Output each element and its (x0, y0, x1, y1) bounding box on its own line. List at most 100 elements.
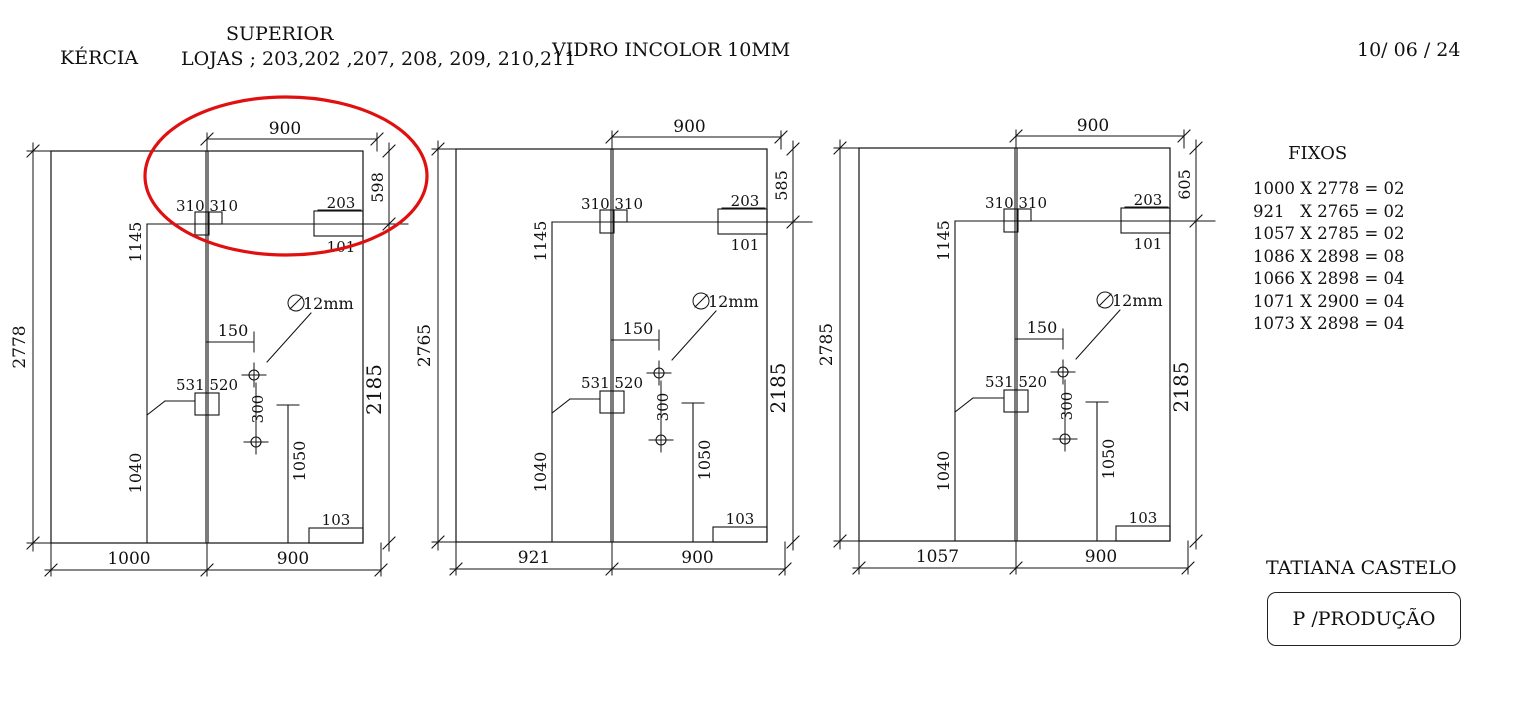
fixos-item: 921 X 2765 = 02 (1253, 201, 1405, 221)
dimension-tick (1009, 129, 1023, 143)
dimension-tick (833, 534, 847, 548)
hinge-icon (612, 209, 628, 223)
handle-block (599, 390, 625, 414)
right-total-label: 2185 (766, 363, 790, 414)
handle-label: 531 520 (581, 374, 643, 392)
dimension-tick (382, 144, 396, 158)
right-top-label: 585 (772, 170, 791, 201)
fixos-item: 1000 X 2778 = 02 (1253, 179, 1405, 198)
fixos-item: 1066 X 2898 = 04 (1253, 269, 1405, 288)
handle-height-label: 1050 (695, 440, 714, 481)
bottom-piece (308, 527, 364, 544)
top-width-label: 900 (1077, 116, 1109, 136)
handle-block (194, 392, 220, 416)
handle-height-label: 1050 (1099, 439, 1118, 480)
leader-line (1075, 309, 1121, 360)
lower-vertical-label: 1040 (126, 453, 145, 494)
lock-box (717, 208, 768, 235)
dimension-tick (382, 536, 396, 550)
dimension-tick (786, 215, 800, 229)
lower-vertical-label: 1040 (934, 451, 953, 492)
lock-label: 203 (327, 194, 356, 212)
dimension-tick (26, 144, 40, 158)
dimension-tick (200, 132, 214, 146)
right-total-label: 2185 (362, 364, 386, 415)
fixos-item: 1086 X 2898 = 08 (1253, 246, 1405, 266)
dimension-tick (1189, 214, 1203, 228)
panel-height-label: 2778 (10, 325, 30, 368)
dimension-tick (605, 562, 619, 576)
top-width-label: 900 (673, 117, 705, 137)
stores-label: LOJAS ; 203,202 ,207, 208, 209, 210,211 (181, 48, 577, 70)
hole-diameter-label: 12mm (1112, 291, 1163, 310)
left-width-label: 1000 (107, 549, 150, 569)
lock-sub-label: 101 (731, 236, 760, 254)
dimension-tick (786, 142, 800, 156)
diameter-icon (287, 294, 305, 312)
diameter-slash (289, 296, 303, 310)
dimension-tick (1189, 534, 1203, 548)
dimension-tick (26, 536, 40, 550)
lock-label: 203 (1134, 191, 1163, 209)
hole-diameter-label: 12mm (303, 294, 354, 313)
right-width-label: 900 (1085, 547, 1117, 567)
lock-sub-label: 101 (1134, 235, 1163, 253)
dimension-tick (374, 563, 388, 577)
dimension-tick (382, 217, 396, 231)
handle-label: 531 520 (985, 373, 1047, 391)
bottom-piece-label: 103 (726, 510, 755, 528)
dimension-tick (852, 561, 866, 575)
left-width-label: 1057 (916, 547, 959, 567)
upper-vertical-label: 1145 (126, 222, 145, 263)
lock-box (313, 210, 364, 237)
hinge-label: 310 310 (581, 195, 643, 213)
production-stamp-label: P /PRODUÇÃO (1292, 608, 1436, 630)
hinge-icon (1016, 208, 1032, 222)
handle-height-label: 1050 (290, 441, 309, 482)
lower-vertical-label: 1040 (531, 452, 550, 493)
bottom-piece (1115, 525, 1171, 542)
dimension-tick (431, 142, 445, 156)
highlight-ellipse (143, 95, 429, 257)
diameter-slash (1098, 293, 1112, 307)
panel-height-label: 2765 (415, 324, 435, 367)
upper-vertical-label: 1145 (934, 220, 953, 261)
dimension-tick (786, 535, 800, 549)
hole-spacing-label: 300 (654, 393, 672, 422)
top-width-label: 900 (269, 119, 301, 139)
dimension-tick (605, 130, 619, 144)
dimension-tick (1181, 561, 1195, 575)
leader-line (954, 397, 974, 413)
handle-block (1003, 389, 1029, 413)
handle-label: 531 520 (176, 376, 238, 394)
floor-label: SUPERIOR (226, 23, 334, 45)
right-width-label: 900 (277, 549, 309, 569)
offset-label: 150 (623, 319, 654, 338)
leader-line (266, 312, 312, 363)
dimension-tick (449, 562, 463, 576)
dimension-tick (1177, 129, 1191, 143)
leader-line (671, 310, 717, 361)
fixos-item: 1057 X 2785 = 02 (1253, 224, 1405, 243)
right-top-label: 605 (1175, 169, 1194, 200)
diameter-icon (692, 292, 710, 310)
leader-line (551, 398, 571, 414)
signature-name: TATIANA CASTELO (1266, 557, 1457, 579)
fixos-item: 1071 X 2900 = 04 (1253, 291, 1405, 311)
hinge-label: 310 310 (176, 197, 238, 215)
bottom-piece-label: 103 (322, 511, 351, 529)
dimension-tick (774, 130, 788, 144)
upper-vertical-label: 1145 (531, 221, 550, 262)
lock-box (1120, 207, 1171, 234)
fixos-list: 1000 X 2778 = 02 921 X 2765 = 02 1057 X … (1253, 178, 1405, 336)
hole-diameter-label: 12mm (708, 292, 759, 311)
date-label: 10/ 06 / 24 (1357, 39, 1461, 61)
diameter-slash (694, 294, 708, 308)
bottom-piece-label: 103 (1129, 509, 1158, 527)
hinge-label: 310 310 (985, 194, 1047, 212)
dimension-tick (1009, 561, 1023, 575)
panel-height-label: 2785 (817, 323, 837, 366)
hole-spacing-label: 300 (249, 395, 267, 424)
offset-label: 150 (218, 321, 249, 340)
